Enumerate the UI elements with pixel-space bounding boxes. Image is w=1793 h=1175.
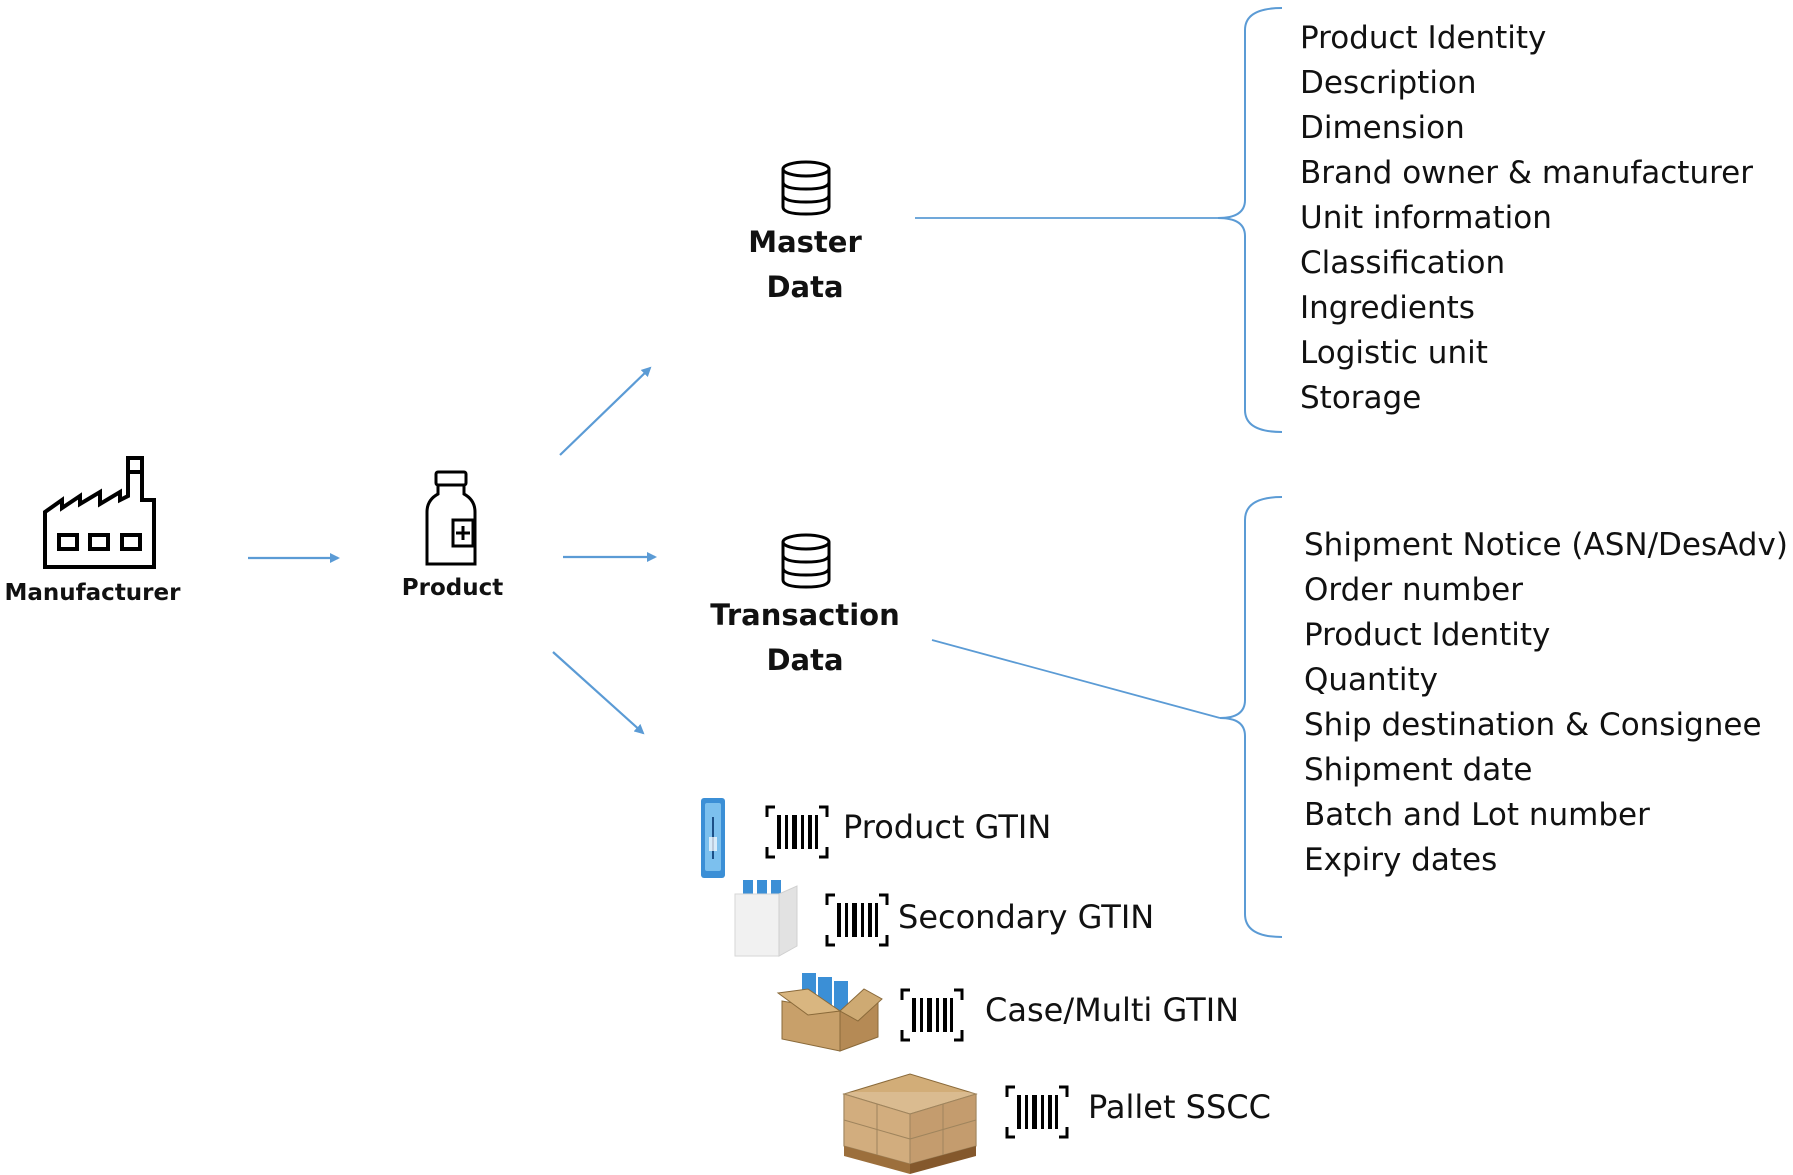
arrow-product-to-packaging <box>552 651 645 735</box>
product-label: Product <box>401 575 504 601</box>
barcode-icon <box>825 893 889 947</box>
list-item: Product Identity <box>1304 617 1551 653</box>
vial-image <box>701 798 725 878</box>
list-item: Shipment Notice (ASN/DesAdv) <box>1304 527 1788 563</box>
arrow-product-to-master <box>559 366 652 456</box>
list-item: Description <box>1300 65 1477 101</box>
case-box-image <box>776 973 883 1052</box>
list-item: Shipment date <box>1304 752 1533 788</box>
list-item: Classification <box>1300 245 1506 281</box>
transaction-connector-line <box>931 639 1221 719</box>
list-item: Expiry dates <box>1304 842 1498 878</box>
product-node: Product <box>395 470 510 605</box>
barcode-icon <box>765 805 829 859</box>
list-item: Ship destination & Consignee <box>1304 707 1762 743</box>
product-gtin-label: Product GTIN <box>843 808 1052 846</box>
medicine-bottle-icon <box>425 470 477 566</box>
barcode-icon <box>1005 1085 1069 1139</box>
list-item: Product Identity <box>1300 20 1547 56</box>
list-item: Dimension <box>1300 110 1465 146</box>
pallet-image <box>842 1073 978 1174</box>
manufacturer-label: Manufacturer <box>4 580 181 606</box>
transaction-data-title: Transaction Data <box>710 598 900 677</box>
manufacturer-node: Manufacturer <box>0 450 185 610</box>
transaction-bracket <box>1219 496 1283 938</box>
master-data-title: Master Data <box>748 225 862 304</box>
list-item: Logistic unit <box>1300 335 1488 371</box>
list-item: Quantity <box>1304 662 1438 698</box>
case-gtin-label: Case/Multi GTIN <box>985 991 1240 1029</box>
secondary-box-image <box>734 880 798 957</box>
list-item: Order number <box>1304 572 1523 608</box>
master-data-node: Master Data <box>720 160 890 310</box>
secondary-gtin-label: Secondary GTIN <box>898 898 1155 936</box>
master-data-list: Product Identity Description Dimension B… <box>1300 16 1753 421</box>
list-item: Storage <box>1300 380 1422 416</box>
list-item: Brand owner & manufacturer <box>1300 155 1753 191</box>
list-item: Batch and Lot number <box>1304 797 1650 833</box>
transaction-data-node: Transaction Data <box>700 533 910 683</box>
database-icon <box>781 160 831 216</box>
factory-icon <box>43 456 156 569</box>
master-bracket <box>1217 7 1283 433</box>
transaction-data-list: Shipment Notice (ASN/DesAdv) Order numbe… <box>1304 523 1788 883</box>
list-item: Unit information <box>1300 200 1552 236</box>
pallet-sscc-label: Pallet SSCC <box>1088 1088 1271 1126</box>
database-icon <box>781 533 831 589</box>
barcode-icon <box>900 988 964 1042</box>
list-item: Ingredients <box>1300 290 1475 326</box>
